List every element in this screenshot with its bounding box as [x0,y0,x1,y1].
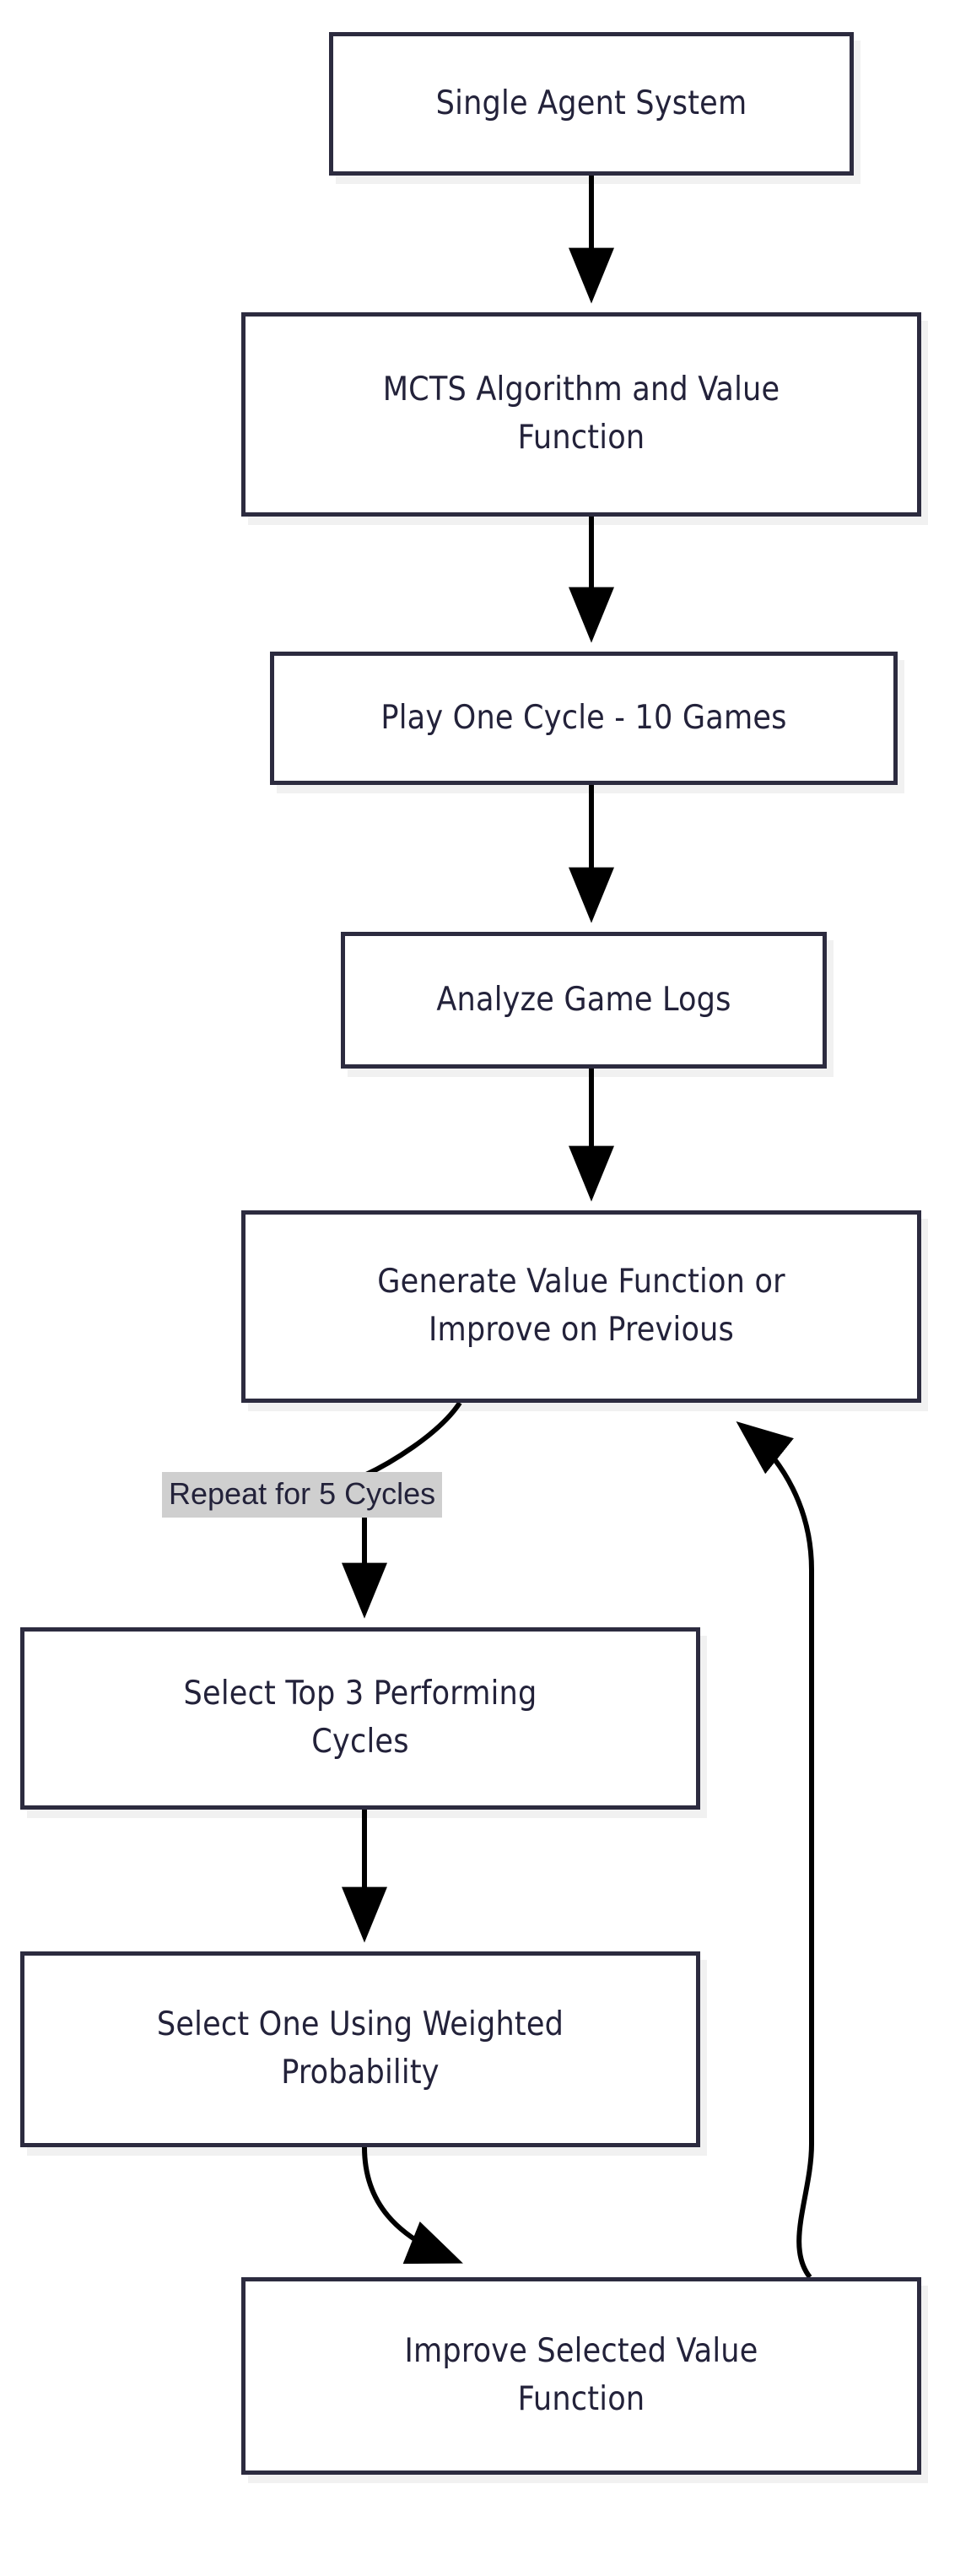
node-mcts-algorithm-and-value-function[interactable]: MCTS Algorithm and Value Function [241,312,921,517]
node-label: Analyze Game Logs [436,980,731,1019]
node-label: Select One Using Weighted Probability [156,2005,564,2092]
node-label: MCTS Algorithm and Value Function [382,371,780,457]
node-label: Improve Selected Value Function [404,2332,758,2418]
node-improve-selected-value-function[interactable]: Improve Selected Value Function [241,2277,921,2475]
node-label: Single Agent System [435,84,747,122]
node-single-agent-system[interactable]: Single Agent System [329,32,854,176]
edge-label-repeat-for-5-cycles: Repeat for 5 Cycles [162,1472,443,1518]
node-label: Play One Cycle - 10 Games [380,698,787,737]
edge-improve-selected-to-generate-vf-feedback [736,1421,814,2279]
edge-select-weighted-to-improve-selected [362,2146,463,2265]
node-select-top-3-performing-cycles[interactable]: Select Top 3 Performing Cycles [20,1627,700,1810]
node-select-one-using-weighted-probability[interactable]: Select One Using Weighted Probability [20,1951,700,2147]
node-generate-value-function[interactable]: Generate Value Function or Improve on Pr… [241,1210,921,1403]
node-label: Generate Value Function or Improve on Pr… [377,1263,785,1349]
node-play-one-cycle[interactable]: Play One Cycle - 10 Games [270,652,898,785]
node-analyze-game-logs[interactable]: Analyze Game Logs [341,932,827,1069]
node-label: Select Top 3 Performing Cycles [183,1675,537,1761]
